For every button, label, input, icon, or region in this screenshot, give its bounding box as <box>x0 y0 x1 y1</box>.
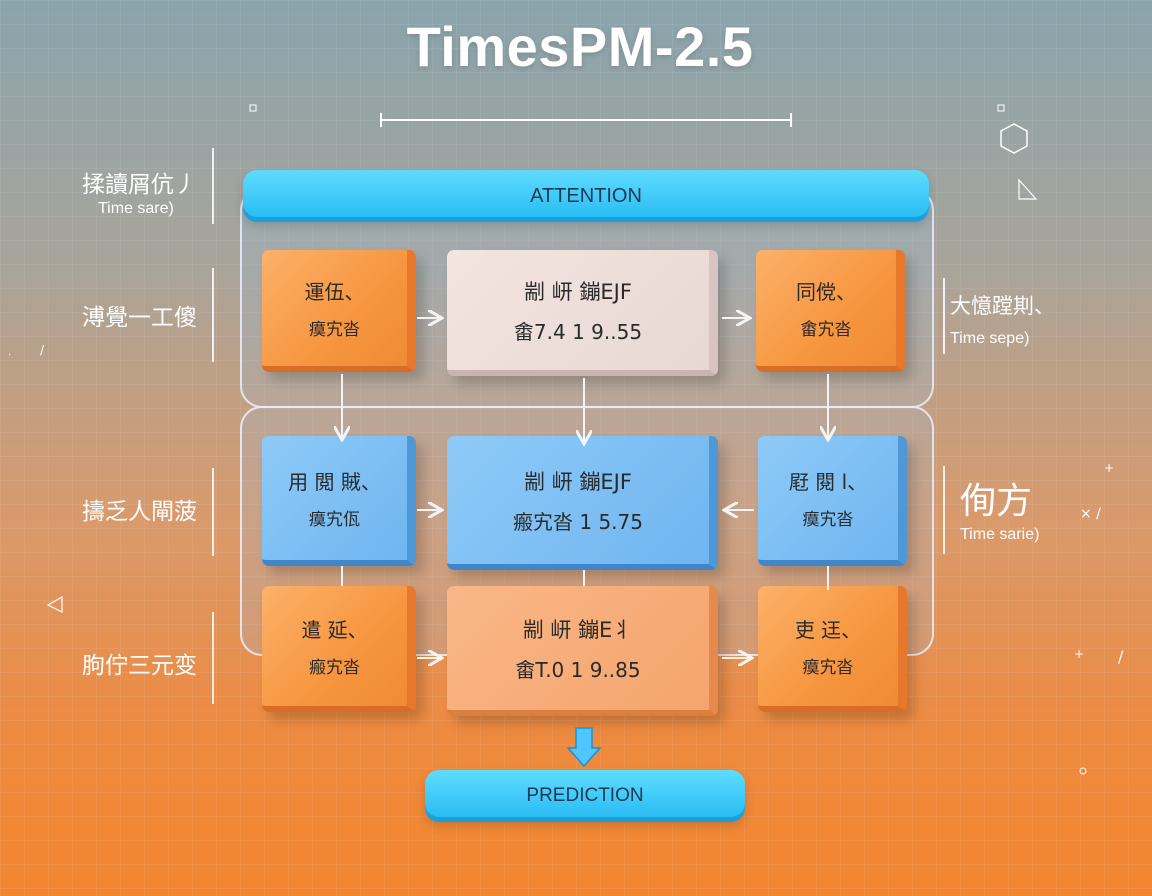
left-divider-2 <box>212 268 214 362</box>
plus-icon: + <box>1074 647 1084 661</box>
dot-icon: · <box>8 350 11 361</box>
row3-left-block: 遣 延、 瘢宄沓 <box>262 586 416 712</box>
slash-icon: / <box>40 343 45 357</box>
left-label-4: 朐佇三元变 <box>82 653 197 679</box>
right-divider-2 <box>943 466 945 554</box>
down-arrow-icon <box>566 727 602 768</box>
block-title: 遣 延、 <box>301 618 368 642</box>
square-icon <box>249 104 257 112</box>
block-title: 剬 岍 鏰EJF <box>524 469 632 494</box>
block-title: 用 閲 賊、 <box>288 470 381 494</box>
page-title: TimesPM-2.5 <box>406 15 754 78</box>
right-divider-1 <box>943 278 945 354</box>
row1-left-block: 運伍、 瘼宄沓 <box>262 250 416 372</box>
triangle-icon <box>1018 178 1038 200</box>
block-value: 瘼宄佤 <box>309 510 360 530</box>
attention-label: ATTENTION <box>530 184 642 207</box>
left-label-3: 擣乏人閘菠 <box>82 499 197 525</box>
row3-center-block: 剬 岍 鏰E丬 畬T.0 1 9..85 <box>447 586 718 716</box>
block-value: 畬7.4 1 9..55 <box>513 319 643 344</box>
circle-icon <box>1079 767 1087 775</box>
row2-center-block: 剬 岍 鏰EJF 瘢宄沓 1 5.75 <box>447 436 718 570</box>
left-divider-1 <box>212 148 214 224</box>
right-label-1: 大憶蹚剘、 <box>950 294 1055 318</box>
row1-right-block: 同傥、 畬宄沓 <box>756 250 905 372</box>
slash-icon: / <box>1118 647 1124 666</box>
left-divider-3 <box>212 468 214 556</box>
row3-right-block: 吏 迋、 瘼宄沓 <box>758 586 907 712</box>
row1-center-block: 剬 岍 鏰EJF 畬7.4 1 9..55 <box>447 250 718 376</box>
cross-icon: × / <box>1080 506 1101 522</box>
row2-left-block: 用 閲 賊、 瘼宄佤 <box>262 436 416 566</box>
triangle-icon <box>46 595 63 613</box>
block-title: 剬 岍 鏰EJF <box>524 279 632 304</box>
right-sublabel-1: Time sepe) <box>950 330 1030 347</box>
hexagon-icon <box>1000 123 1028 154</box>
square-icon <box>997 104 1005 112</box>
left-label-2: 溥覺一工傻 <box>82 305 197 331</box>
block-title: 剬 岍 鏰E丬 <box>522 617 634 642</box>
block-value: 瘼宄沓 <box>802 658 854 678</box>
plus-icon: + <box>1104 461 1114 475</box>
block-value: 瘢宄沓 1 5.75 <box>513 509 643 534</box>
right-sublabel-2: Time sarie) <box>960 526 1040 543</box>
block-title: 吏 迋、 <box>794 618 862 642</box>
block-value: 畬T.0 1 9..85 <box>515 657 641 682</box>
block-value: 瘼宄沓 <box>309 320 360 340</box>
left-divider-4 <box>212 612 214 704</box>
right-label-2: 侚方 <box>960 481 1033 522</box>
row2-right-block: 屘 閱 l、 瘼宄沓 <box>758 436 907 566</box>
left-sublabel-1: Time sare) <box>98 200 174 217</box>
attention-bar: ATTENTION <box>243 170 929 222</box>
prediction-label: PREDICTION <box>526 785 644 806</box>
block-title: 屘 閱 l、 <box>788 470 868 494</box>
block-value: 瘼宄沓 <box>802 510 854 530</box>
block-title: 運伍、 <box>304 280 365 304</box>
block-value: 瘢宄沓 <box>309 658 360 678</box>
block-value: 畬宄沓 <box>800 320 852 340</box>
block-title: 同傥、 <box>796 280 856 304</box>
prediction-bar: PREDICTION <box>425 770 745 822</box>
title-bracket <box>380 113 792 127</box>
left-label-1: 揉讀屑伉丿 <box>82 172 197 198</box>
